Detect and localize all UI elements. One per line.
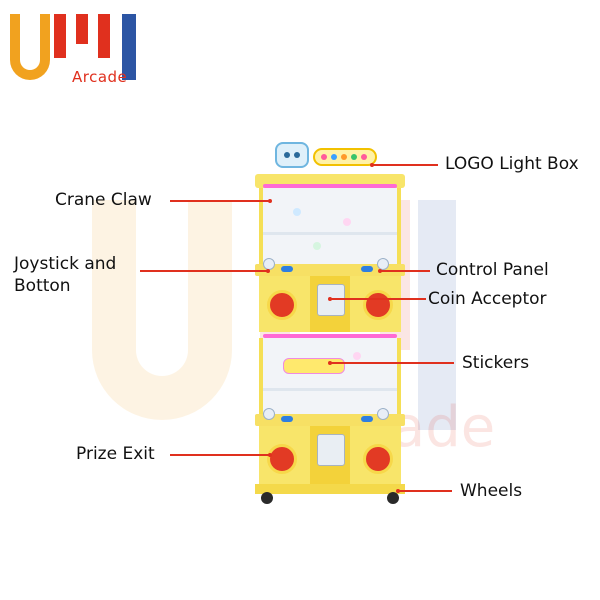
prize-exit-lower-left bbox=[267, 444, 297, 474]
sticker bbox=[283, 358, 345, 374]
logo-light-box bbox=[273, 140, 381, 172]
upper-lower-body bbox=[259, 276, 401, 332]
watermark-u bbox=[92, 200, 232, 420]
lower-glass-cabinet bbox=[259, 338, 401, 414]
lower-body bbox=[259, 426, 401, 484]
prize-exit-lower-right bbox=[363, 444, 393, 474]
wheel-left bbox=[261, 492, 273, 504]
robot-icon bbox=[275, 142, 309, 168]
callout-line-stickers bbox=[330, 362, 454, 364]
callout-dot-control-panel bbox=[378, 269, 382, 273]
claw-machine bbox=[255, 140, 405, 504]
callout-dot-joystick bbox=[266, 269, 270, 273]
callout-line-joystick bbox=[140, 270, 268, 272]
coin-acceptor-lower bbox=[317, 434, 345, 466]
callout-line-logo bbox=[372, 164, 438, 166]
label-prize-exit: Prize Exit bbox=[76, 444, 155, 464]
label-joystick-and-botton: Joystick and Botton bbox=[14, 254, 117, 296]
label-coin-acceptor: Coin Acceptor bbox=[428, 289, 547, 309]
label-stickers: Stickers bbox=[462, 353, 530, 373]
callout-dot-prize-exit bbox=[268, 453, 272, 457]
upper-glass-cabinet bbox=[259, 188, 401, 264]
logo-letter-u bbox=[10, 14, 50, 80]
callout-dot-crane-claw bbox=[268, 199, 272, 203]
callout-dot-logo bbox=[370, 163, 374, 167]
cabinet-base bbox=[255, 484, 405, 494]
prize-exit-upper-right bbox=[363, 290, 393, 320]
control-panel-lower bbox=[255, 408, 405, 426]
logo-letter-i bbox=[122, 14, 136, 80]
logo-arcade-text: Arcade bbox=[72, 68, 128, 86]
watermark-i bbox=[418, 200, 456, 430]
label-logo-light-box: LOGO Light Box bbox=[445, 154, 579, 174]
label-crane-claw: Crane Claw bbox=[55, 190, 152, 210]
callout-line-crane-claw bbox=[170, 200, 270, 202]
logo-letter-m bbox=[54, 14, 110, 58]
logo-sign bbox=[313, 148, 377, 166]
callout-line-prize-exit bbox=[170, 454, 270, 456]
callout-line-control-panel bbox=[380, 270, 430, 272]
callout-dot-wheels bbox=[396, 489, 400, 493]
callout-dot-stickers bbox=[328, 361, 332, 365]
neon-strip-top bbox=[263, 184, 397, 188]
umi-arcade-logo: Arcade bbox=[10, 10, 150, 90]
callout-line-coin-acceptor bbox=[330, 298, 426, 300]
callout-line-wheels bbox=[398, 490, 452, 492]
label-control-panel: Control Panel bbox=[436, 260, 549, 280]
wheel-right bbox=[387, 492, 399, 504]
neon-strip-middle bbox=[263, 334, 397, 338]
prize-exit-upper-left bbox=[267, 290, 297, 320]
label-wheels: Wheels bbox=[460, 481, 523, 501]
callout-dot-coin-acceptor bbox=[328, 297, 332, 301]
